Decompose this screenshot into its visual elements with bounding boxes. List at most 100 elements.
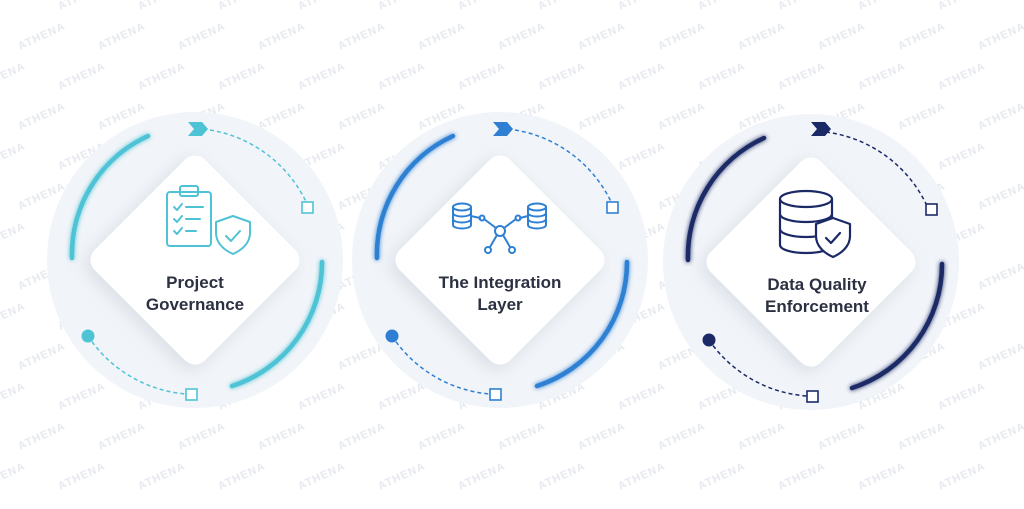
watermark-text: ATHENA xyxy=(0,460,28,492)
dot-node-icon xyxy=(702,333,716,347)
watermark-text: ATHENA xyxy=(656,20,707,52)
dashed-connector-bottom xyxy=(87,335,187,395)
watermark-text: ATHENA xyxy=(296,380,347,412)
watermark-text: ATHENA xyxy=(976,340,1024,372)
watermark-text: ATHENA xyxy=(456,60,507,92)
diamond-card xyxy=(706,157,916,367)
watermark-text: ATHENA xyxy=(816,20,867,52)
watermark-text: ATHENA xyxy=(16,20,67,52)
ring-arc-left xyxy=(374,133,456,261)
square-node-icon xyxy=(301,201,314,214)
watermark-text: ATHENA xyxy=(96,420,147,452)
watermark-text: ATHENA xyxy=(376,460,427,492)
watermark-text: ATHENA xyxy=(0,380,28,412)
watermark-text: ATHENA xyxy=(856,460,907,492)
watermark-text: ATHENA xyxy=(936,0,987,13)
watermark-text: ATHENA xyxy=(776,60,827,92)
watermark-text: ATHENA xyxy=(896,20,947,52)
watermark-text: ATHENA xyxy=(376,0,427,13)
card-title-line: Governance xyxy=(145,295,245,314)
watermark-text: ATHENA xyxy=(576,20,627,52)
chevron-marker-icon xyxy=(811,122,831,136)
watermark-text: ATHENA xyxy=(296,0,347,13)
watermark-text: ATHENA xyxy=(216,60,267,92)
watermark-text: ATHENA xyxy=(856,0,907,13)
watermark-text: ATHENA xyxy=(696,0,747,13)
watermark-text: ATHENA xyxy=(456,460,507,492)
watermark-text: ATHENA xyxy=(616,460,667,492)
card-title-data-quality-enforcement: Data Quality Enforcement xyxy=(717,274,917,318)
watermark-text: ATHENA xyxy=(976,20,1024,52)
card-title-integration-layer: The Integration Layer xyxy=(400,272,600,316)
watermark-text: ATHENA xyxy=(256,420,307,452)
watermark-text: ATHENA xyxy=(496,420,547,452)
square-node-icon xyxy=(489,388,502,401)
watermark-text: ATHENA xyxy=(616,0,667,13)
watermark-text: ATHENA xyxy=(736,20,787,52)
watermark-text: ATHENA xyxy=(656,100,707,132)
watermark-text: ATHENA xyxy=(536,460,587,492)
ring-arc-right xyxy=(849,261,945,391)
watermark-text: ATHENA xyxy=(496,20,547,52)
watermark-text: ATHENA xyxy=(976,420,1024,452)
watermark-text: ATHENA xyxy=(696,460,747,492)
watermark-text: ATHENA xyxy=(0,60,28,92)
watermark-text: ATHENA xyxy=(616,140,667,172)
dashed-connector-top xyxy=(209,129,309,207)
watermark-text: ATHENA xyxy=(816,420,867,452)
watermark-text: ATHENA xyxy=(696,60,747,92)
watermark-text: ATHENA xyxy=(376,380,427,412)
watermark-text: ATHENA xyxy=(0,0,28,13)
watermark-text: ATHENA xyxy=(576,100,627,132)
card-title-line: Data Quality xyxy=(767,275,867,294)
watermark-text: ATHENA xyxy=(656,420,707,452)
watermark-text: ATHENA xyxy=(56,60,107,92)
watermark-text: ATHENA xyxy=(176,20,227,52)
dashed-connector-top xyxy=(514,129,614,207)
dashed-connector-top xyxy=(825,131,929,209)
watermark-text: ATHENA xyxy=(536,60,587,92)
dot-node-icon xyxy=(385,329,399,343)
watermark-text: ATHENA xyxy=(136,0,187,13)
card-integration-layer xyxy=(352,112,648,408)
dashed-connector-bottom xyxy=(708,339,808,397)
watermark-text: ATHENA xyxy=(936,140,987,172)
diamond-card xyxy=(395,155,605,365)
watermark-text: ATHENA xyxy=(176,420,227,452)
watermark-text: ATHENA xyxy=(136,60,187,92)
card-title-line: Layer xyxy=(477,295,523,314)
watermark-text: ATHENA xyxy=(536,0,587,13)
dashed-connector-bottom xyxy=(391,335,491,395)
card-data-quality-enforcement xyxy=(663,114,959,410)
watermark-text: ATHENA xyxy=(56,380,107,412)
watermark-text: ATHENA xyxy=(336,20,387,52)
diamond-card xyxy=(90,155,300,365)
square-node-icon xyxy=(806,390,819,403)
card-title-line: Project xyxy=(166,273,224,292)
watermark-text: ATHENA xyxy=(16,100,67,132)
watermark-text: ATHENA xyxy=(896,100,947,132)
watermark-text: ATHENA xyxy=(16,420,67,452)
watermark-text: ATHENA xyxy=(56,460,107,492)
watermark-text: ATHENA xyxy=(376,60,427,92)
watermark-text: ATHENA xyxy=(976,100,1024,132)
watermark-text: ATHENA xyxy=(16,340,67,372)
ring-arc-left xyxy=(69,133,151,261)
watermark-text: ATHENA xyxy=(0,140,28,172)
watermark-text: ATHENA xyxy=(896,420,947,452)
chevron-marker-icon xyxy=(493,122,513,136)
watermark-text: ATHENA xyxy=(136,460,187,492)
watermark-text: ATHENA xyxy=(216,460,267,492)
watermark-text: ATHENA xyxy=(616,380,667,412)
ring-arc-right xyxy=(534,259,630,389)
watermark-text: ATHENA xyxy=(616,60,667,92)
watermark-text: ATHENA xyxy=(336,420,387,452)
card-project-governance xyxy=(47,112,343,408)
square-node-icon xyxy=(925,203,938,216)
watermark-text: ATHENA xyxy=(256,20,307,52)
watermark-text: ATHENA xyxy=(216,0,267,13)
watermark-text: ATHENA xyxy=(296,60,347,92)
chevron-marker-icon xyxy=(188,122,208,136)
square-node-icon xyxy=(606,201,619,214)
